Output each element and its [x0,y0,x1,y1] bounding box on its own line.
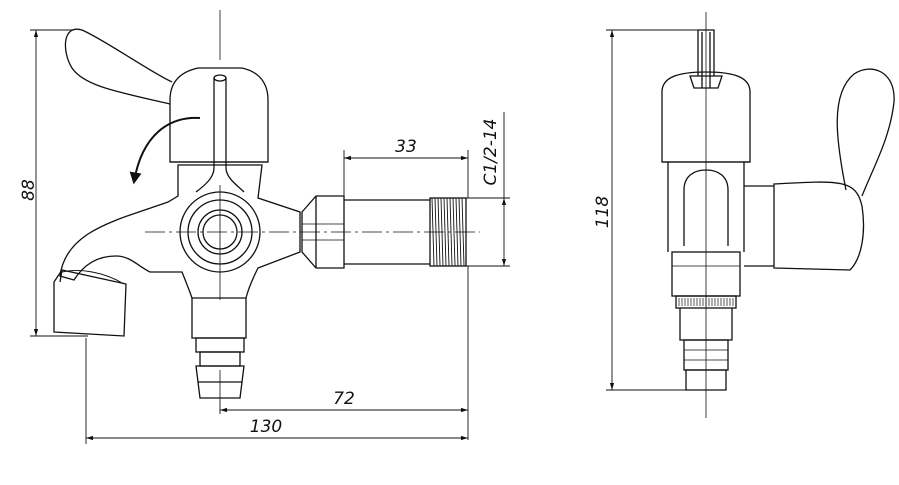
front-view [53,10,480,400]
dim-label-130: 130 [250,417,282,437]
rotation-arrow [129,116,201,185]
spout-nozzle [53,269,127,337]
threaded-end [429,197,467,267]
side-dimensions [606,29,698,391]
side-body [667,162,745,252]
thread-ridge [449,197,453,267]
thread-ridge [461,197,465,267]
thread-ridge [446,197,450,267]
dim-label-33: 33 [395,137,417,157]
pipe [344,199,430,265]
thread-ridge [434,197,438,267]
thread-ridge [431,197,435,267]
thread-ridge [458,197,462,267]
dim-label-118: 118 [593,196,613,229]
lever-handle [64,28,173,105]
thread-ridge [443,197,447,267]
valve-stem [195,78,245,193]
valve-body [59,164,301,299]
dim-label-thread: C1/2-14 [481,119,501,186]
thread-ridge [452,197,456,267]
thread-ridge [440,197,444,267]
dim-label-88: 88 [19,179,39,201]
front-dimensions [30,29,510,444]
side-view [661,12,895,418]
side-lever [773,181,865,271]
handle-cap [169,67,269,163]
side-hatching [675,298,737,306]
thread-ridge [455,197,459,267]
lower-outlet [191,298,247,339]
thread-hatching [431,197,465,267]
center-boss [179,191,261,273]
center-lines [145,10,480,400]
thread-ridge [437,197,441,267]
side-cap [661,71,751,163]
side-stem [697,29,715,88]
dim-label-72: 72 [333,389,355,409]
